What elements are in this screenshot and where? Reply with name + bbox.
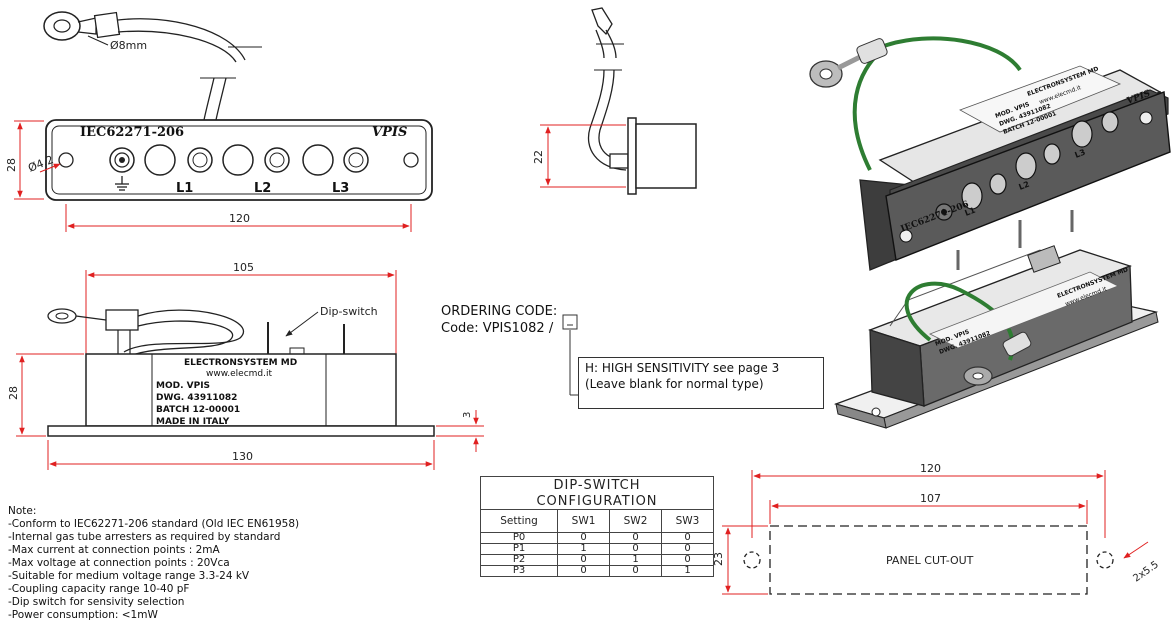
cutout-outline: [769, 525, 1088, 595]
plate-line-2: www.elecmd.it: [206, 369, 272, 379]
dip-cell: P1: [479, 543, 559, 555]
plate-line-6: MADE IN ITALY: [156, 417, 230, 427]
ordering-code-value: Code: VPIS1082 /: [441, 321, 554, 336]
front-height-label: 28: [5, 158, 18, 172]
table-row: P3 0 0 1: [479, 565, 714, 577]
dip-cell: 1: [557, 543, 611, 555]
ordering-leader: [562, 314, 578, 396]
note-item: -Max current at connection points : 2mA: [8, 544, 220, 556]
ordering-option-line-1: H: HIGH SENSITIVITY see page 3: [585, 361, 780, 375]
dip-switch-table: DIP-SWITCH CONFIGURATION Setting SW1 SW2…: [479, 476, 714, 577]
cutout-hole-left: [743, 551, 761, 569]
socket-l1-large: [144, 144, 176, 176]
note-item: -Suitable for medium voltage range 3.3-2…: [8, 570, 250, 582]
socket-l3-large: [302, 144, 334, 176]
cutout-height-label: 23: [712, 552, 725, 566]
top-body: [85, 353, 397, 427]
terminal-label-l3: L3: [332, 181, 349, 196]
dip-switch-callout: Dip-switch: [320, 305, 378, 318]
dip-switch-3d: [1027, 245, 1061, 273]
dip-cell: 0: [661, 532, 714, 544]
mounting-hole-right: [403, 152, 419, 168]
dip-header-sw2: SW2: [609, 509, 662, 533]
side-flange: [627, 117, 637, 195]
render-terminal-l3: L3: [1073, 148, 1086, 160]
side-view: 22: [532, 7, 697, 195]
front-view: Ø8mm IEC62271-206 VPIS L1 L2: [5, 11, 433, 232]
plate-line-3: MOD. VPIS: [156, 381, 210, 391]
top-ferrule: [105, 309, 139, 331]
dip-cell: 0: [609, 543, 662, 555]
cutout-inner-width-label: 107: [920, 492, 941, 505]
ordering-title: ORDERING CODE:: [441, 304, 558, 319]
nameplate: ELECTRONSYSTEM MD www.elecmd.it MOD. VPI…: [156, 358, 297, 427]
dip-header-sw1: SW1: [557, 509, 611, 533]
terminal-label-l1: L1: [176, 181, 193, 196]
dip-cell: 0: [661, 543, 714, 555]
base-thickness-label: 3: [462, 412, 473, 418]
brand-label: VPIS: [372, 125, 407, 140]
render-terminal-l2: L2: [1017, 180, 1030, 192]
render-3d-front: ELECTRONSYSTEM MD www.elecmd.it MOD. VPI…: [809, 36, 1171, 271]
ring-terminal: Ø8mm: [43, 11, 262, 121]
note-item: -Conform to IEC62271-206 standard (Old I…: [8, 518, 300, 530]
dip-cell: 0: [609, 565, 662, 577]
dip-cell: P0: [479, 532, 559, 544]
render-3d-rear: ELECTRONSYSTEM MD www.elecmd.it MOD. VPI…: [833, 210, 1159, 429]
top-base-plate: [47, 425, 435, 437]
note-item: -Power consumption: <1mW: [8, 609, 158, 621]
table-row: P2 0 1 0: [479, 554, 714, 566]
dip-header-setting: Setting: [479, 509, 559, 533]
dip-cell: 0: [557, 554, 611, 566]
ordering-code: ORDERING CODE: Code: VPIS1082 /: [441, 303, 557, 337]
base-length-label: 130: [232, 450, 253, 463]
cutout-hole-right: [1096, 551, 1114, 569]
dip-table-title-1: DIP-SWITCH: [480, 476, 714, 493]
cutout-label: PANEL CUT-OUT: [886, 554, 974, 567]
table-row: P1 1 0 0: [479, 543, 714, 555]
terminal-label-l2: L2: [254, 181, 271, 196]
ordering-option-line-2: (Leave blank for normal type): [585, 377, 764, 391]
dip-cell: 0: [661, 554, 714, 566]
panel-cutout: 120 107 23 2x5.5 PANEL CUT-OUT: [712, 462, 1161, 595]
cutout-outer-width-label: 120: [920, 462, 941, 475]
technical-drawing: Ø8mm IEC62271-206 VPIS L1 L2: [5, 7, 1171, 595]
ground-icon: [115, 176, 129, 191]
render-terminal-l1: L1: [963, 205, 977, 217]
dip-cell: 1: [609, 554, 662, 566]
dip-cell: 0: [557, 565, 611, 577]
plate-line-5: BATCH 12-00001: [156, 405, 240, 415]
note-item: -Internal gas tube arresters as required…: [8, 531, 281, 543]
cutout-holes-label: 2x5.5: [1131, 559, 1160, 584]
note-item: -Max voltage at connection points : 20Vc…: [8, 557, 230, 569]
dip-table-title-2: CONFIGURATION: [480, 493, 714, 510]
dip-cell: 0: [557, 532, 611, 544]
front-width-label: 120: [229, 212, 250, 225]
top-view: 105 Dip-switch ELECTRONSYSTEM MD www.ele…: [7, 261, 484, 470]
notes-title: Note:: [8, 505, 37, 517]
table-row: P0 0 0 0: [479, 532, 714, 544]
notes-block: Note: -Conform to IEC62271-206 standard …: [8, 505, 299, 622]
note-item: -Dip switch for sensivity selection: [8, 596, 185, 608]
plate-line-4: DWG. 43911082: [156, 393, 237, 403]
note-item: -Coupling capacity range 10-40 pF: [8, 583, 190, 595]
side-body: [635, 123, 697, 189]
dip-cell: 1: [661, 565, 714, 577]
dip-header-sw3: SW3: [661, 509, 714, 533]
ferrule-3d: [856, 38, 888, 64]
dip-cell: P3: [479, 565, 559, 577]
standard-label: IEC62271-206: [80, 125, 184, 140]
ring-diameter-label: Ø8mm: [110, 39, 147, 52]
body-length-label: 105: [233, 261, 254, 274]
plate-line-1: ELECTRONSYSTEM MD: [184, 358, 297, 368]
side-height-label: 22: [532, 150, 545, 164]
socket-l2-large: [222, 144, 254, 176]
mounting-hole-left: [58, 152, 74, 168]
top-height-label: 28: [7, 386, 20, 400]
ordering-option-box: H: HIGH SENSITIVITY see page 3 (Leave bl…: [578, 357, 824, 409]
dip-cell: P2: [479, 554, 559, 566]
front-dimensions: [14, 120, 412, 232]
dip-cell: 0: [609, 532, 662, 544]
